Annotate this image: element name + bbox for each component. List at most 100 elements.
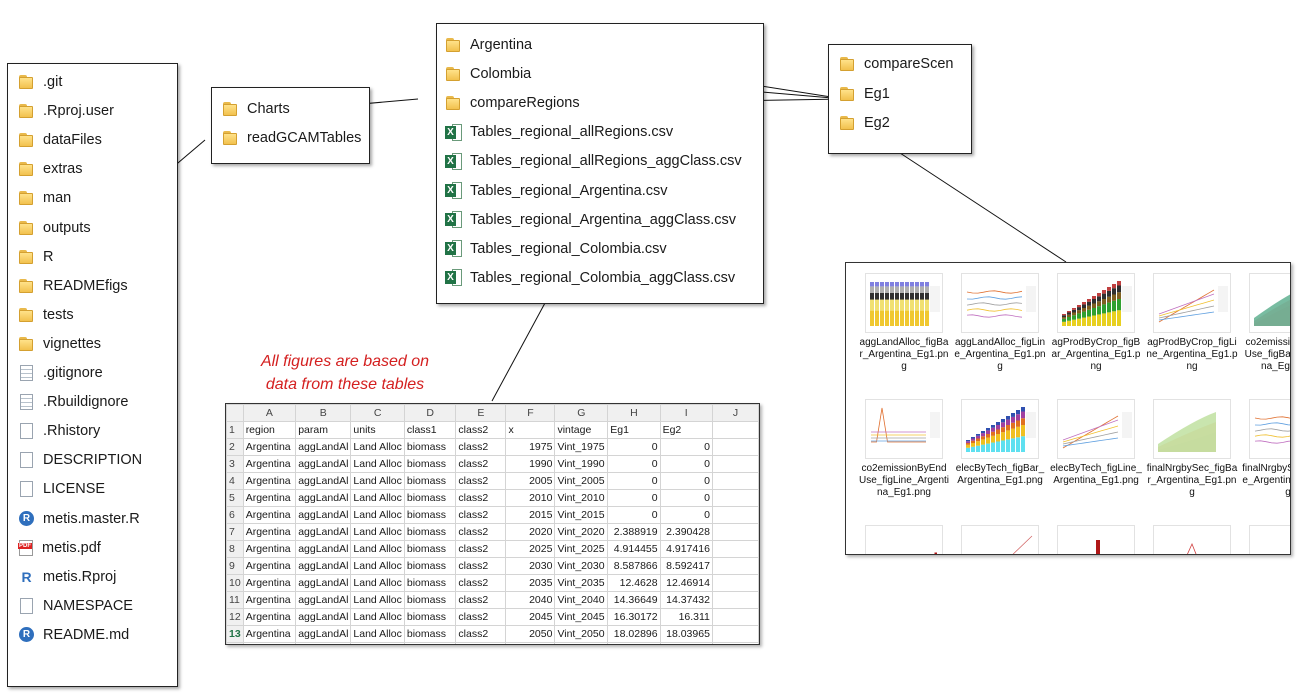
table-cell[interactable]: Vint_2030 [554, 557, 609, 575]
file-item[interactable]: R [18, 245, 53, 269]
table-cell[interactable]: aggLandAl [295, 642, 352, 644]
table-cell[interactable]: biomass [403, 557, 457, 575]
table-cell[interactable]: 8.587866 [607, 557, 661, 575]
table-cell[interactable]: Land Alloc [350, 489, 405, 507]
table-cell[interactable]: 2050 [505, 625, 556, 643]
table-cell[interactable]: 2040 [505, 591, 556, 609]
file-item[interactable]: .Rbuildignore [18, 390, 128, 414]
table-cell[interactable]: 2035 [505, 574, 556, 592]
row-number[interactable]: 13 [226, 625, 244, 643]
table-cell[interactable]: 2020 [505, 523, 556, 541]
row-number[interactable]: 7 [226, 523, 244, 541]
chart-thumbnail[interactable]: co2emissionByEndUse_figBar_Argentina_Eg1… [1240, 273, 1290, 373]
table-cell[interactable]: Argentina [242, 506, 297, 524]
table-cell[interactable]: class2 [455, 472, 507, 490]
file-item[interactable]: Eg1 [839, 82, 890, 106]
table-cell[interactable]: Vint_2025 [554, 540, 609, 558]
table-cell[interactable]: Argentina [242, 455, 297, 473]
table-cell[interactable]: 2005 [505, 472, 556, 490]
table-cell[interactable]: Vint_2005 [554, 472, 609, 490]
table-cell[interactable]: 2015 [505, 506, 556, 524]
table-cell[interactable]: 1990 [505, 455, 556, 473]
table-cell[interactable]: vintage [554, 421, 609, 439]
row-number[interactable]: 9 [226, 557, 244, 575]
table-cell[interactable]: biomass [403, 625, 457, 643]
table-cell[interactable]: 16.30172 [607, 608, 661, 626]
table-cell[interactable] [711, 421, 759, 439]
table-cell[interactable]: Eg2 [659, 421, 713, 439]
table-cell[interactable]: biomass [403, 540, 457, 558]
table-cell[interactable] [711, 574, 759, 592]
table-cell[interactable]: aggLandAl [295, 625, 352, 643]
table-cell[interactable]: class2 [455, 625, 507, 643]
file-item[interactable]: LICENSE [18, 477, 105, 501]
table-cell[interactable]: Land Alloc [350, 540, 405, 558]
chart-thumbnail[interactable] [1240, 525, 1290, 554]
table-cell[interactable]: 18.02896 [607, 625, 661, 643]
table-cell[interactable] [711, 591, 759, 609]
table-cell[interactable]: Land Alloc [350, 608, 405, 626]
table-cell[interactable]: aggLandAl [295, 557, 352, 575]
file-item[interactable]: compareRegions [445, 91, 580, 115]
table-cell[interactable]: Argentina [242, 557, 297, 575]
file-item[interactable]: readGCAMTables [222, 126, 361, 150]
table-cell[interactable]: 12.46914 [659, 574, 713, 592]
table-cell[interactable]: Argentina [242, 574, 297, 592]
chart-thumbnail[interactable]: finalNrgbySec_figLine_Argentina_Eg1.png [1240, 399, 1290, 499]
table-cell[interactable]: param [295, 421, 352, 439]
table-cell[interactable]: biomass [403, 608, 457, 626]
table-cell[interactable]: Vint_2055 [554, 642, 609, 644]
chart-thumbnail[interactable]: agProdByCrop_figBar_Argentina_Eg1.png [1048, 273, 1144, 373]
table-cell[interactable]: Land Alloc [350, 438, 405, 456]
table-cell[interactable]: Land Alloc [350, 625, 405, 643]
table-cell[interactable] [711, 642, 759, 644]
table-cell[interactable] [711, 608, 759, 626]
file-item[interactable]: Colombia [445, 62, 531, 86]
table-cell[interactable]: 0 [659, 455, 713, 473]
table-cell[interactable]: Argentina [242, 523, 297, 541]
column-header[interactable]: E [455, 404, 507, 422]
table-cell[interactable]: biomass [403, 574, 457, 592]
table-cell[interactable]: Vint_2045 [554, 608, 609, 626]
table-cell[interactable]: Land Alloc [350, 523, 405, 541]
file-item[interactable]: Eg2 [839, 111, 890, 135]
table-cell[interactable]: 2045 [505, 608, 556, 626]
table-cell[interactable]: Argentina [242, 540, 297, 558]
table-cell[interactable]: aggLandAl [295, 574, 352, 592]
table-cell[interactable]: 14.37432 [659, 591, 713, 609]
table-cell[interactable] [711, 472, 759, 490]
chart-thumbnail[interactable] [1048, 525, 1144, 554]
table-cell[interactable]: Argentina [242, 438, 297, 456]
column-header[interactable]: I [659, 404, 713, 422]
table-cell[interactable]: aggLandAl [295, 608, 352, 626]
table-cell[interactable]: 0 [659, 489, 713, 507]
table-cell[interactable]: 1975 [505, 438, 556, 456]
table-cell[interactable]: 2010 [505, 489, 556, 507]
table-cell[interactable]: biomass [403, 506, 457, 524]
table-cell[interactable]: units [350, 421, 405, 439]
file-item[interactable]: .Rhistory [18, 419, 100, 443]
table-cell[interactable]: Vint_2035 [554, 574, 609, 592]
file-item[interactable]: NAMESPACE [18, 594, 133, 618]
table-cell[interactable]: 0 [607, 489, 661, 507]
file-item[interactable]: .gitignore [18, 361, 103, 385]
row-number[interactable]: 14 [226, 642, 244, 644]
column-header[interactable]: G [554, 404, 609, 422]
table-cell[interactable]: aggLandAl [295, 438, 352, 456]
table-cell[interactable] [711, 506, 759, 524]
column-header[interactable]: F [505, 404, 556, 422]
chart-thumbnail[interactable]: aggLandAlloc_figBar_Argentina_Eg1.png [856, 273, 952, 373]
row-number[interactable]: 1 [226, 421, 244, 439]
table-cell[interactable] [711, 540, 759, 558]
table-cell[interactable]: class2 [455, 523, 507, 541]
table-cell[interactable]: class2 [455, 608, 507, 626]
chart-thumbnail[interactable] [952, 525, 1048, 554]
file-item[interactable]: DESCRIPTION [18, 448, 142, 472]
row-number[interactable]: 8 [226, 540, 244, 558]
table-cell[interactable]: Argentina [242, 591, 297, 609]
table-cell[interactable]: 16.311 [659, 608, 713, 626]
table-cell[interactable]: biomass [403, 523, 457, 541]
